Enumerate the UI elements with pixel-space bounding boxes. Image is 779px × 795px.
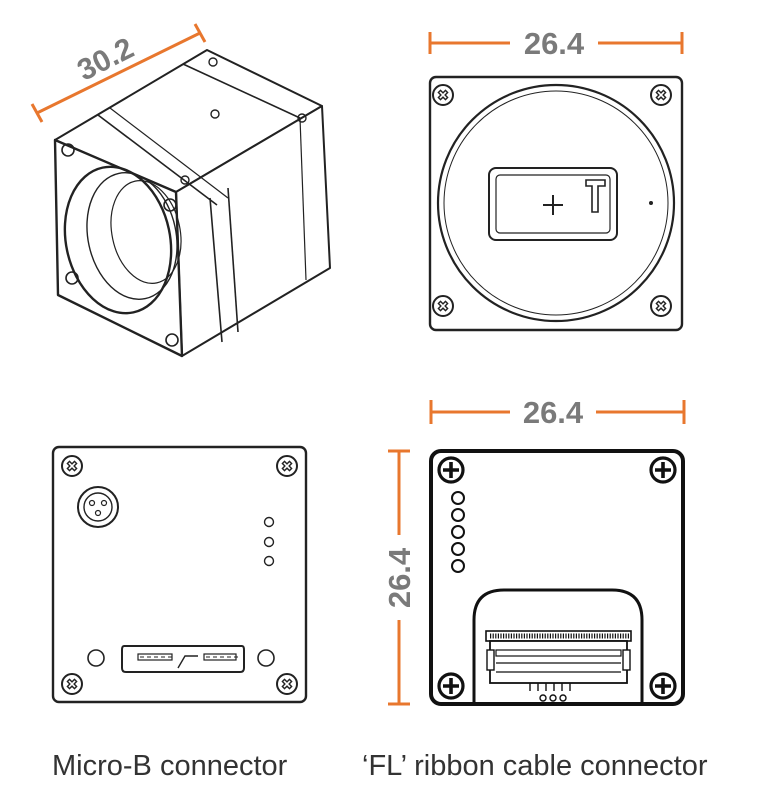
- led-icon: [263, 536, 275, 548]
- led-icon: [263, 516, 275, 528]
- screw-icon: [649, 456, 677, 484]
- fl-ribbon-caption: ‘FL’ ribbon cable connector: [362, 750, 708, 782]
- screw-icon: [61, 673, 83, 695]
- screw-icon: [432, 84, 454, 106]
- led-icon: [451, 491, 465, 505]
- led-icon: [451, 542, 465, 556]
- screw-icon: [432, 295, 454, 317]
- front-width-label: 26.4: [524, 26, 585, 61]
- fl-ribbon-connector-icon: [472, 588, 644, 702]
- fl-width-label: 26.4: [523, 395, 584, 430]
- screw-icon: [437, 672, 465, 700]
- micro-b-back-view: [51, 445, 308, 704]
- screw-icon: [437, 456, 465, 484]
- micro-b-port-icon: [121, 645, 245, 673]
- isometric-view: [53, 49, 331, 358]
- screw-icon: [61, 455, 83, 477]
- iso-lens-opening: [63, 165, 173, 315]
- led-icon: [451, 525, 465, 539]
- front-width-dimension: [428, 32, 684, 54]
- screw-icon: [276, 455, 298, 477]
- front-view: [428, 75, 684, 332]
- led-icon: [451, 559, 465, 573]
- screw-icon: [650, 84, 672, 106]
- iso-length-dimension: [30, 23, 207, 123]
- gpio-connector-icon: [77, 486, 119, 528]
- led-icon: [263, 555, 275, 567]
- fl-width-dimension: [429, 400, 686, 424]
- screw-icon: [649, 672, 677, 700]
- fl-height-label: 26.4: [382, 547, 417, 608]
- screw-icon: [276, 673, 298, 695]
- led-icon: [451, 508, 465, 522]
- fl-back-view: [429, 449, 685, 706]
- micro-b-caption: Micro-B connector: [52, 750, 288, 782]
- screw-icon: [650, 295, 672, 317]
- fl-height-dimension: [388, 449, 410, 706]
